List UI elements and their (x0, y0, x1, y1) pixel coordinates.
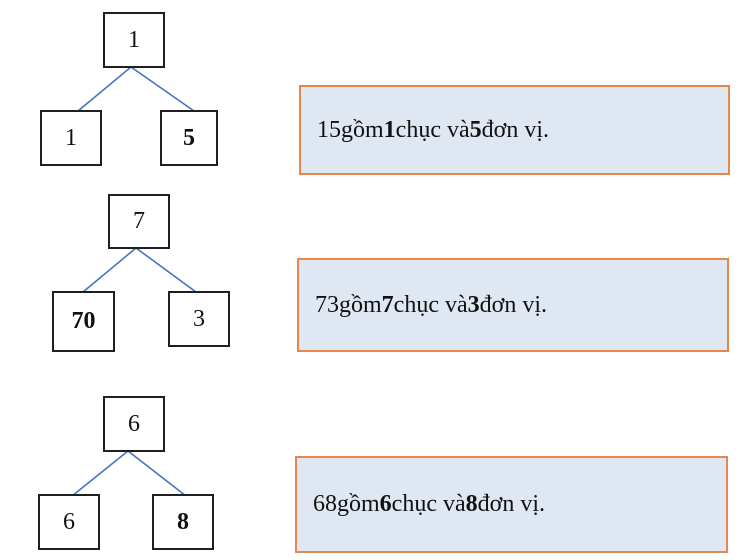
sentence-3-word-don-vi: đơn vị. (477, 491, 545, 517)
sentence-1-ones: 5 (469, 116, 482, 143)
tree-3-top-box: 6 (103, 396, 165, 452)
tree-2-right-branch (135, 247, 197, 293)
tree-1-right-value: 5 (183, 124, 195, 151)
sentence-2-word-gom: gồm (339, 291, 382, 318)
tree-2-left-branch (82, 247, 137, 293)
sentence-1-number: 15 (317, 116, 341, 143)
sentence-1-word-don-vi: đơn vị. (481, 116, 549, 143)
tree-2-top-box: 7 (108, 194, 170, 249)
tree-3-top-value: 6 (128, 410, 140, 437)
sentence-panel-3: 68 gồm 6 chục và 8 đơn vị. (295, 456, 728, 553)
tree-1-right-box: 5 (160, 110, 218, 166)
sentence-3-tens: 6 (379, 491, 392, 517)
sentence-3-ones: 8 (465, 491, 478, 517)
sentence-2-ones: 3 (467, 291, 480, 318)
tree-3-right-box: 8 (152, 494, 214, 550)
tree-1-left-branch (77, 66, 132, 112)
tree-3-right-branch (127, 450, 187, 497)
sentence-panel-2: 73 gồm 7 chục và 3 đơn vị. (297, 258, 729, 352)
sentence-2-word-chuc-va: chục và (393, 291, 468, 318)
sentence-1-word-chuc-va: chục và (395, 116, 470, 143)
sentence-2-number: 73 (315, 291, 339, 318)
sentence-2-word-don-vi: đơn vị. (479, 291, 547, 318)
tree-1-top-value: 1 (128, 26, 140, 53)
sentence-1-word-gom: gồm (341, 116, 384, 143)
sentence-3-word-gom: gồm (337, 491, 380, 517)
tree-2-top-value: 7 (133, 208, 145, 234)
tree-3-left-box: 6 (38, 494, 100, 550)
tree-2-right-box: 3 (168, 291, 230, 347)
sentence-3-word-chuc-va: chục và (391, 491, 466, 517)
sentence-3-number: 68 (313, 491, 337, 517)
tree-1-top-box: 1 (103, 12, 165, 68)
tree-3-left-value: 6 (63, 508, 75, 535)
tree-2-left-value: 70 (71, 308, 96, 334)
sentence-1-tens: 1 (383, 116, 396, 143)
tree-3-right-value: 8 (177, 508, 189, 535)
tree-2-left-box: 70 (52, 291, 115, 352)
sentence-2-tens: 7 (381, 291, 394, 318)
sentence-panel-1: 15 gồm 1 chục và 5 đơn vị. (299, 85, 730, 175)
tree-3-left-branch (71, 450, 129, 497)
tree-1-right-branch (130, 66, 195, 112)
tree-1-left-value: 1 (65, 124, 77, 151)
tree-1-left-box: 1 (40, 110, 102, 166)
tree-2-right-value: 3 (193, 305, 205, 332)
